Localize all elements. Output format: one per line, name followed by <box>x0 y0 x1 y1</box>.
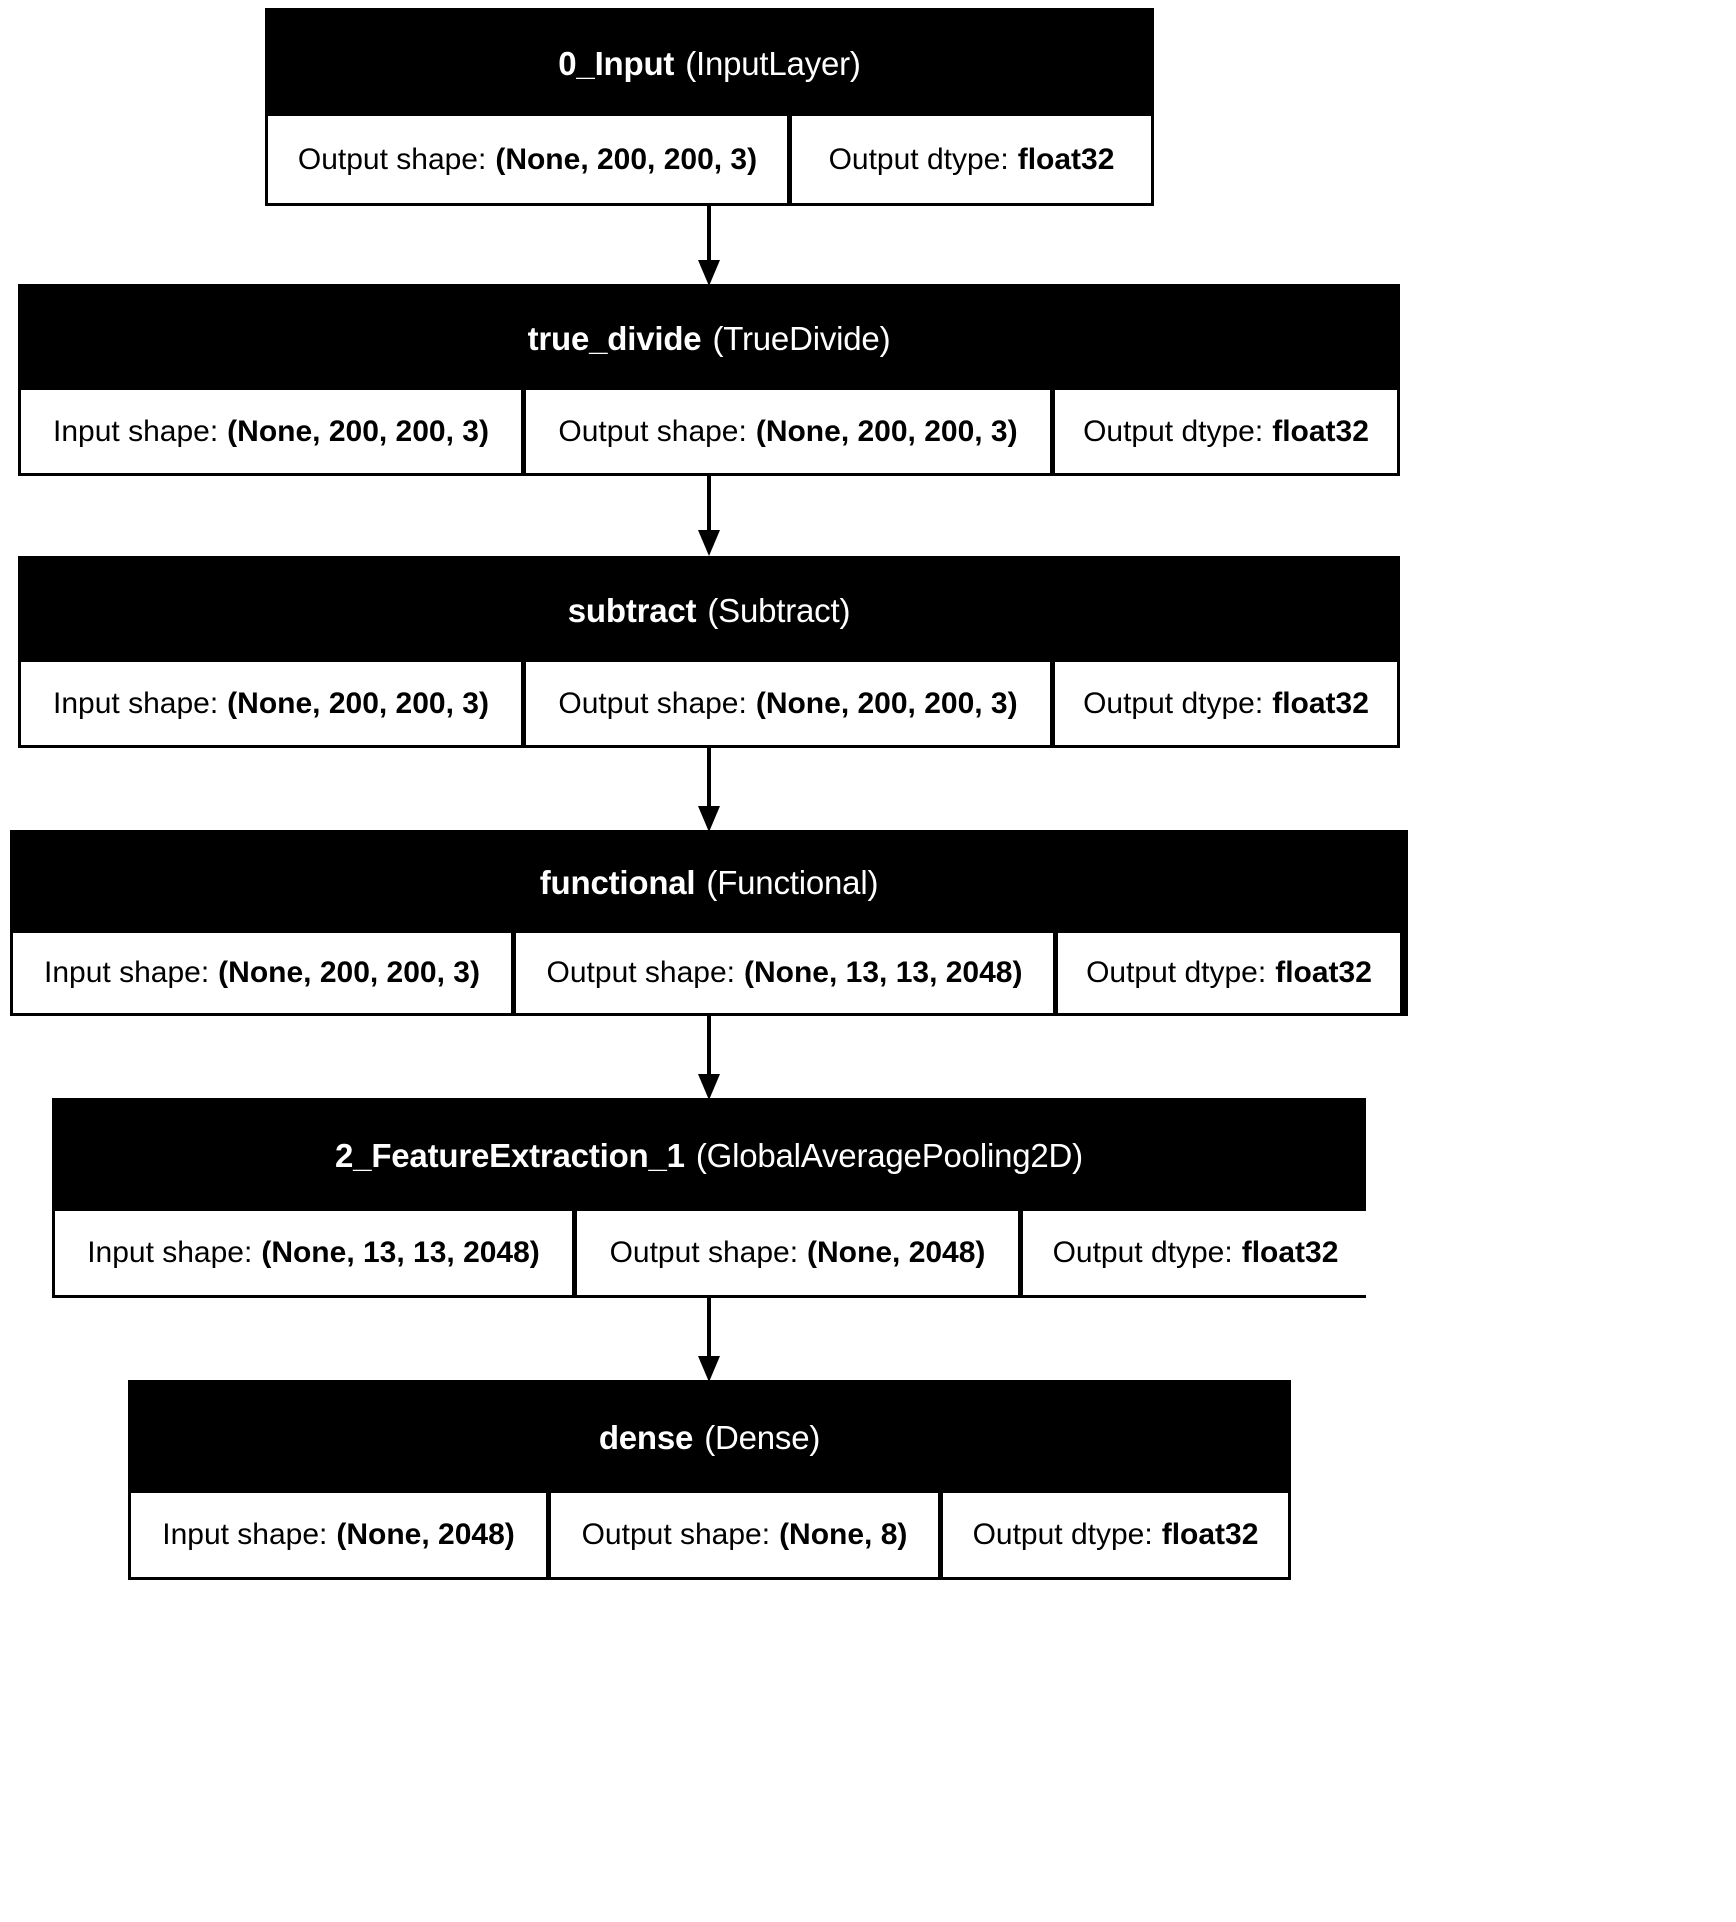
layer-type-true-divide: (TrueDivide) <box>712 319 891 357</box>
node-cells-0-input: Output shape: (None, 200, 200, 3) Output… <box>268 116 1151 203</box>
layer-type-feature-extraction: (GlobalAveragePooling2D) <box>695 1137 1083 1174</box>
layer-name-functional: functional <box>539 864 696 901</box>
cell-label: Input shape: <box>53 686 219 720</box>
cell-value: (None, 200, 200, 3) <box>227 414 489 448</box>
cell-value: (None, 2048) <box>336 1518 515 1551</box>
cell-output-dtype: Output dtype: float32 <box>792 116 1151 203</box>
cell-input-shape: Input shape: (None, 200, 200, 3) <box>13 933 511 1013</box>
node-feature-extraction[interactable]: 2_FeatureExtraction_1 (GlobalAveragePool… <box>52 1098 1368 1298</box>
cell-value: float32 <box>1017 142 1115 176</box>
node-header-functional: functional (Functional) <box>13 833 1405 933</box>
cell-label: Output shape: <box>581 1518 771 1551</box>
layer-name-subtract: subtract <box>567 591 697 629</box>
cell-label: Output shape: <box>558 414 747 448</box>
layer-type-dense: (Dense) <box>704 1419 821 1456</box>
node-cells-functional: Input shape: (None, 200, 200, 3) Output … <box>13 933 1405 1013</box>
node-subtract[interactable]: subtract (Subtract) Input shape: (None, … <box>18 556 1400 748</box>
cell-label: Input shape: <box>87 1236 253 1269</box>
cell-label: Output shape: <box>297 142 487 176</box>
node-functional[interactable]: functional (Functional) Input shape: (No… <box>10 830 1408 1016</box>
layer-name-dense: dense <box>598 1419 694 1456</box>
cell-label: Input shape: <box>162 1518 328 1551</box>
cell-value: (None, 200, 200, 3) <box>755 414 1018 448</box>
cell-label: Output dtype: <box>1086 956 1267 989</box>
node-cells-subtract: Input shape: (None, 200, 200, 3) Output … <box>21 662 1397 745</box>
cell-output-shape: Output shape: (None, 8) <box>551 1493 938 1577</box>
cell-output-shape: Output shape: (None, 13, 13, 2048) <box>516 933 1053 1013</box>
node-cells-true-divide: Input shape: (None, 200, 200, 3) Output … <box>21 390 1397 473</box>
cell-output-shape: Output shape: (None, 200, 200, 3) <box>526 662 1050 745</box>
cell-value: (None, 2048) <box>807 1236 986 1269</box>
cell-output-dtype: Output dtype: float32 <box>1055 662 1397 745</box>
node-dense[interactable]: dense (Dense) Input shape: (None, 2048) … <box>128 1380 1291 1580</box>
cell-label: Output dtype: <box>828 142 1009 176</box>
cell-label: Output dtype: <box>972 1518 1153 1551</box>
cell-value: float32 <box>1161 1518 1259 1551</box>
cell-label: Output shape: <box>558 686 747 720</box>
cell-value: (None, 200, 200, 3) <box>755 686 1018 720</box>
cell-value: (None, 200, 200, 3) <box>495 142 758 176</box>
cell-value: (None, 13, 13, 2048) <box>744 956 1023 989</box>
node-0-input[interactable]: 0_Input (InputLayer) Output shape: (None… <box>265 8 1154 206</box>
cell-input-shape: Input shape: (None, 200, 200, 3) <box>21 390 521 473</box>
cell-output-dtype: Output dtype: float32 <box>943 1493 1288 1577</box>
node-header-subtract: subtract (Subtract) <box>21 559 1397 662</box>
node-cells-dense: Input shape: (None, 2048) Output shape: … <box>131 1493 1288 1577</box>
cell-label: Output shape: <box>609 1236 799 1269</box>
cell-output-shape: Output shape: (None, 200, 200, 3) <box>526 390 1050 473</box>
layer-type-functional: (Functional) <box>706 864 879 901</box>
node-header-0-input: 0_Input (InputLayer) <box>268 11 1151 116</box>
cell-input-shape: Input shape: (None, 13, 13, 2048) <box>55 1211 572 1295</box>
cell-value: (None, 200, 200, 3) <box>218 956 480 989</box>
cell-value: (None, 13, 13, 2048) <box>261 1236 540 1269</box>
cell-value: float32 <box>1275 956 1372 989</box>
layer-name-true-divide: true_divide <box>527 319 702 357</box>
cell-output-dtype: Output dtype: float32 <box>1055 390 1397 473</box>
cell-label: Output dtype: <box>1083 414 1264 448</box>
cell-value: float32 <box>1272 686 1369 720</box>
cell-value: (None, 200, 200, 3) <box>227 686 489 720</box>
node-true-divide[interactable]: true_divide (TrueDivide) Input shape: (N… <box>18 284 1400 476</box>
cell-label: Input shape: <box>53 414 219 448</box>
cell-input-shape: Input shape: (None, 2048) <box>131 1493 546 1577</box>
cell-output-dtype: Output dtype: float32 <box>1023 1211 1368 1295</box>
cell-value: (None, 8) <box>779 1518 908 1551</box>
layer-type-0-input: (InputLayer) <box>685 44 861 82</box>
node-cells-feature-extraction: Input shape: (None, 13, 13, 2048) Output… <box>55 1211 1368 1295</box>
node-header-dense: dense (Dense) <box>131 1383 1288 1493</box>
cell-output-dtype: Output dtype: float32 <box>1058 933 1400 1013</box>
node-header-true-divide: true_divide (TrueDivide) <box>21 287 1397 390</box>
layer-name-feature-extraction: 2_FeatureExtraction_1 <box>335 1137 685 1174</box>
cell-label: Output dtype: <box>1083 686 1264 720</box>
cell-label: Output shape: <box>546 956 735 989</box>
cell-label: Output dtype: <box>1052 1236 1233 1269</box>
cell-input-shape: Input shape: (None, 200, 200, 3) <box>21 662 521 745</box>
layer-type-subtract: (Subtract) <box>707 591 851 629</box>
cell-output-shape: Output shape: (None, 200, 200, 3) <box>268 116 787 203</box>
cell-value: float32 <box>1272 414 1369 448</box>
cell-label: Input shape: <box>44 956 210 989</box>
layer-name-0-input: 0_Input <box>558 44 675 82</box>
cell-value: float32 <box>1241 1236 1339 1269</box>
cell-output-shape: Output shape: (None, 2048) <box>577 1211 1018 1295</box>
node-header-feature-extraction: 2_FeatureExtraction_1 (GlobalAveragePool… <box>55 1101 1363 1211</box>
